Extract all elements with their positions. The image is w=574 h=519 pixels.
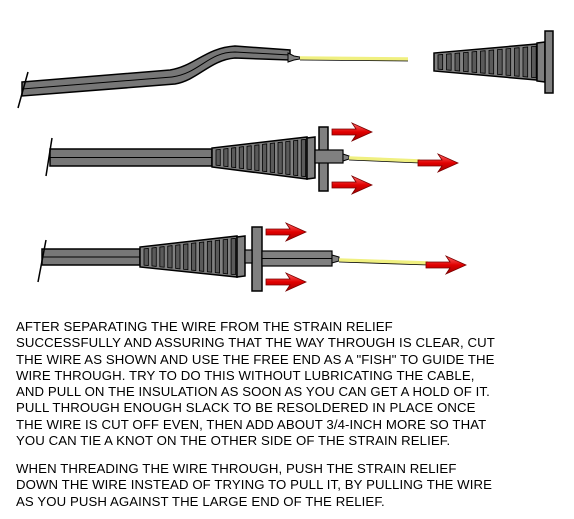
instruction-paragraph-1: AFTER SEPARATING THE WIRE FROM THE STRAI… [16, 319, 495, 449]
relief-rib [206, 240, 213, 273]
relief-rib [463, 51, 469, 73]
arrow-right-shape [265, 272, 307, 292]
strain-relief-step2 [211, 126, 344, 192]
pull-wire-arrow [417, 153, 459, 173]
push-relief-arrow-top [331, 122, 373, 142]
relief-rib [437, 54, 444, 70]
relief-rib [471, 51, 478, 73]
relief-rib [143, 247, 149, 267]
arrow-right-shape [331, 122, 373, 142]
relief-rib [285, 140, 291, 176]
relief-rib [167, 245, 173, 269]
relief-rib [223, 148, 229, 168]
bare-wire [299, 56, 409, 61]
push-relief-arrow-bottom [331, 175, 373, 195]
relief-ribs [437, 45, 537, 79]
wire-step3 [338, 258, 429, 265]
relief-rib [293, 139, 299, 177]
relief-rib [480, 50, 486, 74]
instruction-paragraph-2: WHEN THREADING THE WIRE THROUGH, PUSH TH… [16, 461, 493, 509]
cable-break-line-3 [37, 239, 47, 283]
relief-rib [262, 143, 268, 173]
relief-rib [497, 48, 503, 76]
step-2-fish-wire [45, 122, 459, 195]
cable-divider [21, 76, 173, 90]
relief-rib [300, 138, 306, 178]
relief-rib [238, 146, 244, 170]
relief-rib [215, 148, 221, 167]
bare-wire-edge [299, 59, 409, 62]
wire-step2 [348, 156, 421, 163]
cable-cut-end [21, 45, 291, 97]
strain-relief-detached [433, 30, 554, 94]
relief-rib [199, 241, 205, 272]
relief-rib [222, 238, 228, 275]
cable-break-line-2 [45, 137, 53, 177]
relief-rib [531, 45, 537, 79]
relief-rib [230, 237, 236, 276]
relief-rib [246, 145, 252, 171]
relief-rib [159, 246, 165, 268]
inner-insulation [287, 52, 301, 63]
cable-break-line [17, 71, 29, 109]
pull-wire-arrow-2 [425, 255, 467, 275]
arrow-right-shape [331, 175, 373, 195]
relief-rib [214, 239, 221, 274]
step-3-push-relief [37, 222, 467, 292]
cable-divider-2 [171, 51, 291, 78]
relief-rib [488, 49, 495, 75]
step-1-cut-cable [17, 30, 554, 109]
relief-rib [522, 46, 529, 78]
arrow-right-shape [425, 255, 467, 275]
relief-rib [254, 144, 260, 172]
arrow-right-shape [265, 222, 307, 242]
relief-rib [505, 48, 512, 76]
relief-rib [151, 247, 157, 267]
relief-rib [269, 142, 275, 174]
relief-rib [175, 244, 181, 270]
relief-rib [514, 47, 520, 77]
strain-relief-diagram [17, 30, 554, 292]
arrow-right-shape [417, 153, 459, 173]
relief-rib [191, 242, 197, 272]
push-relief-arrow-bottom-2 [265, 272, 307, 292]
relief-rib [454, 52, 461, 72]
relief-rib [446, 53, 452, 71]
relief-rib [277, 141, 283, 175]
push-relief-arrow-top-2 [265, 222, 307, 242]
relief-rib [183, 243, 189, 271]
relief-rib [231, 147, 237, 169]
